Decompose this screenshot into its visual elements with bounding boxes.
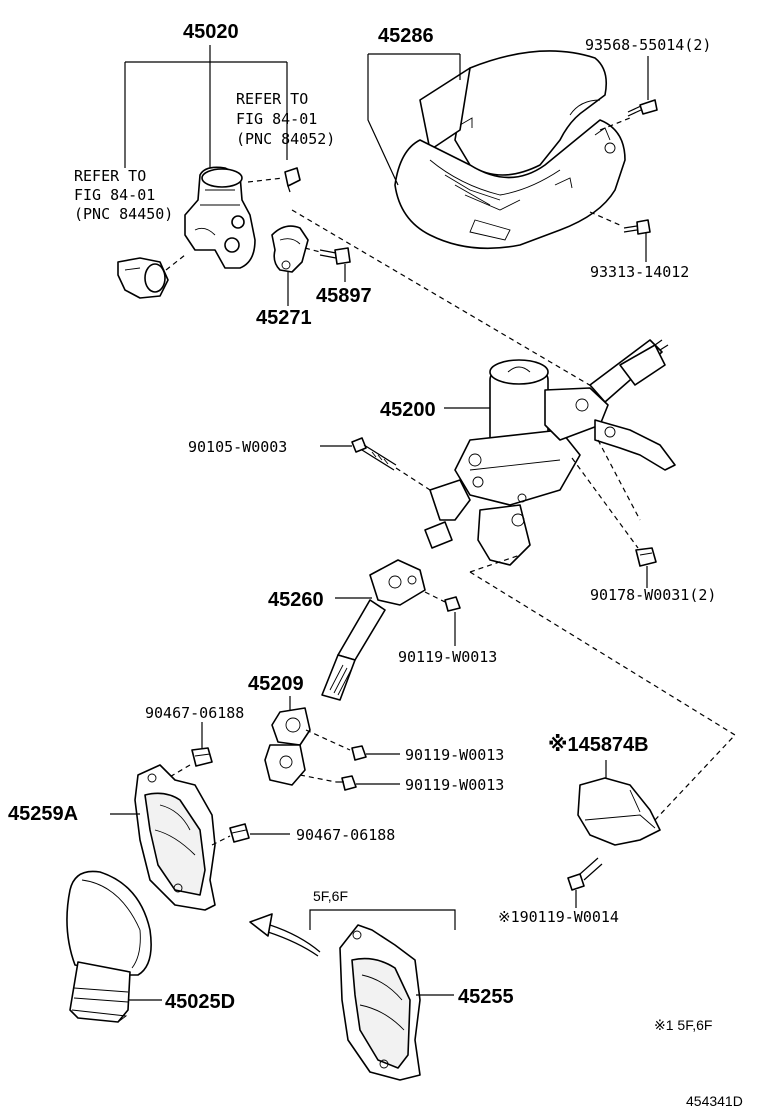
label-90119a: 90119-W0013 [398,648,497,666]
label-93313: 93313-14012 [590,263,689,281]
intermediate-shaft-45260[interactable] [321,559,426,701]
refer2-line2: FIG 84-01 [74,186,155,204]
boot-45259a[interactable] [134,764,216,911]
label-45874b: ※145874B [548,734,649,756]
label-45259a: 45259A [8,803,78,825]
clip-90467-b[interactable] [229,823,250,843]
refer1-line2: FIG 84-01 [236,110,317,128]
bolt-90119-b[interactable] [351,745,367,761]
ignition-switch-45020[interactable] [184,166,256,269]
label-90105: 90105-W0003 [188,438,287,456]
label-45025d: 45025D [165,991,235,1013]
label-90178: 90178-W0031(2) [590,586,716,604]
label-45209: 45209 [248,673,304,695]
bolt-90119-c[interactable] [336,775,357,791]
refer1-line3: (PNC 84052) [236,130,335,148]
label-90119d: ※190119-W0014 [498,908,619,926]
screw-93568[interactable] [627,99,658,117]
label-45286: 45286 [378,25,434,47]
label-90119b: 90119-W0013 [405,746,504,764]
boot-45025d[interactable] [66,870,152,1023]
label-5f6f: 5F,6F [313,888,348,904]
refer1-line1: REFER TO [236,90,308,108]
label-45020: 45020 [183,21,239,43]
refer2-line3: (PNC 84450) [74,205,173,223]
bolt-90119-a[interactable] [444,596,461,612]
bolt-90119-d[interactable] [567,857,603,891]
cover-45874b[interactable] [577,777,661,846]
connector-ref-84450[interactable] [117,257,169,299]
steering-column-45200[interactable] [424,339,676,566]
bolt-90105[interactable] [351,437,397,471]
refer2-line1: REFER TO [74,167,146,185]
label-45255: 45255 [458,986,514,1008]
label-45897: 45897 [316,285,372,307]
universal-joint-45209[interactable] [264,707,311,786]
label-90467b: 90467-06188 [296,826,395,844]
column-cover-45286[interactable] [394,50,626,250]
boot-45255[interactable] [339,924,421,1081]
note-5f6f: ※1 5F,6F [654,1017,712,1033]
screw-45897[interactable] [319,247,351,265]
label-45200: 45200 [380,399,436,421]
label-90467a: 90467-06188 [145,704,244,722]
clip-90467-a[interactable] [191,747,213,767]
label-45271: 45271 [256,307,312,329]
diagram-id: 454341D [686,1093,743,1109]
label-45260: 45260 [268,589,324,611]
screw-93313[interactable] [623,219,651,235]
clamp-45271[interactable] [271,225,309,273]
variant-arrow [249,913,321,957]
label-90119c: 90119-W0013 [405,776,504,794]
nut-90178[interactable] [635,547,657,567]
key-cylinder-ref-84052[interactable] [284,167,301,193]
label-93568: 93568-55014(2) [585,36,711,54]
